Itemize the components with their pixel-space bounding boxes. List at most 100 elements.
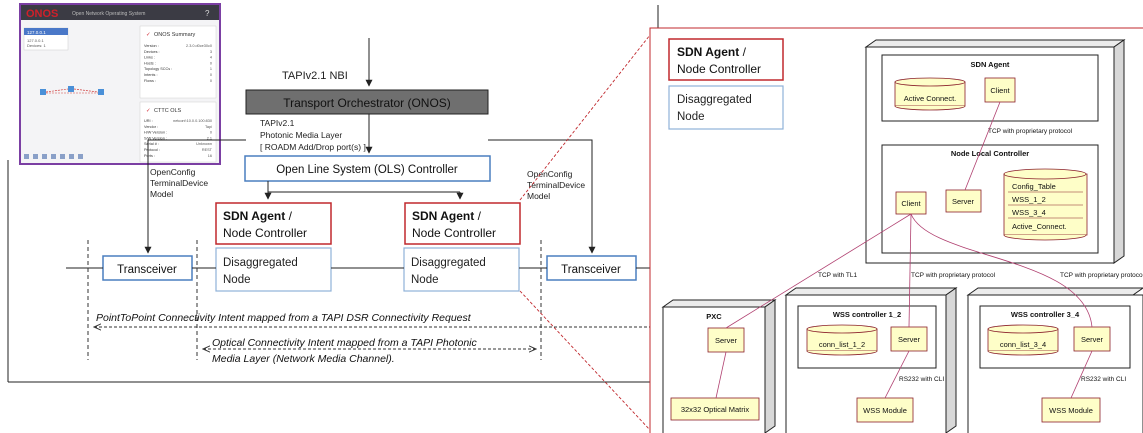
summary-value: 3 [210,50,212,54]
summary-key: Serial # : [144,142,159,146]
summary-value: 0 [210,131,212,135]
optical-intent-label-1: Optical Connectivity Intent mapped from … [212,337,478,349]
summary-key: S/W Version : [144,136,167,140]
summary-value: 2.1 [207,136,212,140]
svg-text:Node Local Controller: Node Local Controller [951,149,1029,158]
svg-text:Model: Model [527,191,550,201]
summary-key: Protocol : [144,148,160,152]
summary-value: 0 [210,61,212,65]
summary-key: Links : [144,56,155,60]
svg-text:ONOS Summary: ONOS Summary [154,32,196,38]
svg-text:✓: ✓ [146,108,151,114]
svg-text:Photonic Media Layer: Photonic Media Layer [260,130,342,140]
svg-text:Node Controller: Node Controller [223,226,307,240]
svg-text:TCP with proprietary protocol: TCP with proprietary protocol [911,272,996,279]
topology-node [68,86,74,92]
svg-text:TerminalDevice: TerminalDevice [527,180,585,190]
orchestrator-label: Transport Orchestrator (ONOS) [283,96,451,110]
svg-text:✓: ✓ [146,32,151,38]
svg-text:SDN Agent /: SDN Agent / [412,209,482,223]
wss-module-2 [1041,397,1101,423]
onos-logo: ONOS [26,8,58,20]
svg-text:SDN Agent /: SDN Agent / [223,209,293,223]
svg-text:TCP with TL1: TCP with TL1 [818,272,858,279]
svg-text:Server: Server [952,197,975,206]
conn-list-1-2-db: conn_list_1_2 [806,324,878,356]
summary-value: REST [202,148,213,152]
svg-text:Server: Server [1081,335,1104,344]
server-component [945,189,982,213]
svg-text:SDN Agent /: SDN Agent / [677,45,747,59]
svg-text:Client: Client [990,86,1010,95]
svg-text:Node: Node [411,274,439,286]
active-connect-db: Active Connect. [894,77,966,111]
summary-key: Flows : [144,79,156,83]
svg-text:conn_list_1_2: conn_list_1_2 [819,340,865,349]
summary-key: Hosts : [144,61,156,65]
summary-key: Version : [144,44,159,48]
svg-text:Config_Table: Config_Table [1012,182,1056,191]
svg-text:32x32 Optical Matrix: 32x32 Optical Matrix [681,405,750,414]
summary-key: Ports : [144,154,155,158]
svg-text:conn_list_3_4: conn_list_3_4 [1000,340,1046,349]
optical-intent-label-2: Media Layer (Network Media Channel). [212,353,395,365]
legend-disaggregated-node: Disaggregated Node [668,85,784,130]
svg-text:WSS Module: WSS Module [1049,406,1093,415]
transceiver-left: Transceiver [102,255,193,281]
node-local-db: Config_Table WSS_1_2 WSS_3_4 Active_Conn… [1003,168,1088,241]
svg-text:OpenConfig: OpenConfig [527,169,573,179]
svg-text:WSS_3_4: WSS_3_4 [1012,208,1046,217]
summary-key: Topology SCCs : [144,67,172,71]
svg-text:TAPIv2.1: TAPIv2.1 [260,118,295,128]
summary-value: 2.3.0.d0ce30c0 [186,44,212,48]
svg-text:Node Controller: Node Controller [677,62,761,76]
transceiver-right: Transceiver [546,255,637,281]
summary-key: Devices : [144,50,160,54]
svg-text:Transceiver: Transceiver [561,264,621,276]
summary-value: 0 [210,73,212,77]
svg-text:TCP with proprietary protocol: TCP with proprietary protocol [988,128,1073,135]
svg-text:Disaggregated: Disaggregated [677,94,752,106]
summary-key: URI : [144,119,153,123]
svg-text:Client: Client [901,199,921,208]
summary-value: 4 [210,56,212,60]
svg-text:Node: Node [223,274,251,286]
summary-value: Tapi [205,125,212,129]
summary-key: Intents : [144,73,158,77]
summary-key: Vendor : [144,125,158,129]
p2p-intent-label: PointToPoint Connectivity Intent mapped … [96,312,472,324]
svg-text:Node Controller: Node Controller [412,226,496,240]
disaggregated-node-box-1: Disaggregated Node [215,247,332,292]
svg-text:Devices: 1: Devices: 1 [27,43,46,48]
svg-text:127.0.0.1: 127.0.0.1 [27,30,46,35]
svg-text:[ ROADM Add/Drop port(s) ]: [ ROADM Add/Drop port(s) ] [260,142,366,152]
ols-controller-label: Open Line System (OLS) Controller [276,164,458,176]
svg-text:WSS_1_2: WSS_1_2 [1012,195,1046,204]
wss-module-1 [856,397,914,423]
summary-value: netconf:10.0.0.100:830 [173,119,212,123]
topology-node [98,89,104,95]
conn-list-3-4-db: conn_list_3_4 [987,324,1059,356]
svg-text:CTTC OLS: CTTC OLS [154,108,182,114]
svg-text:OpenConfig: OpenConfig [150,167,196,177]
svg-text:Server: Server [898,335,921,344]
summary-value: Unknown [196,142,212,146]
nbi-label: TAPIv2.1 NBI [282,70,348,82]
svg-text:TCP with proprietary protocol: TCP with proprietary protocol [1060,272,1143,279]
orchestrator-box [245,89,489,115]
summary-value: 16 [208,154,212,158]
svg-text:PXC: PXC [706,312,722,321]
summary-value: 0 [210,79,212,83]
sdn-agent-box-2: SDN Agent / Node Controller [404,202,521,245]
disaggregated-node-box-2: Disaggregated Node [403,247,520,292]
optical-matrix [670,397,760,421]
svg-text:Model: Model [150,189,173,199]
help-icon: ? [205,9,210,18]
topology-node [40,89,46,95]
svg-text:SDN Agent: SDN Agent [971,60,1010,69]
svg-text:Disaggregated: Disaggregated [411,257,486,269]
svg-text:Server: Server [715,336,738,345]
svg-text:Disaggregated: Disaggregated [223,257,298,269]
onos-gui-screenshot: ONOS Open Network Operating System ? 127… [19,3,221,165]
